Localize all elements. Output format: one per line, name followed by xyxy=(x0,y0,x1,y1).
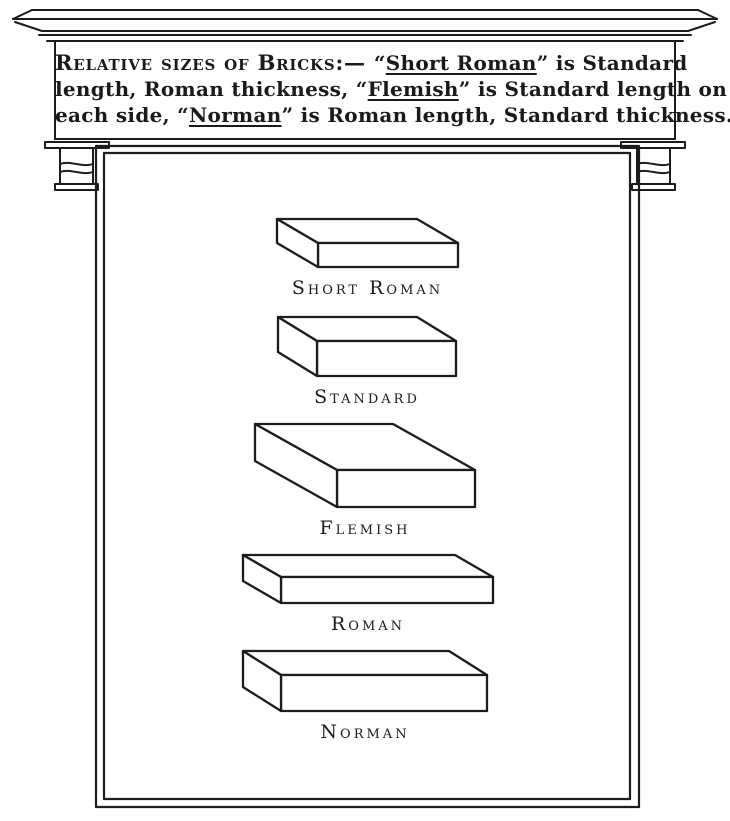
brick-short-roman xyxy=(275,217,460,269)
cornice-left-flare xyxy=(12,9,33,20)
caption-text: ” is Standard length on xyxy=(458,77,728,101)
brick-flemish xyxy=(253,422,477,509)
cornice-right-flare xyxy=(697,9,718,20)
cornice-right-slope xyxy=(687,21,716,32)
caption-text: ” is Standard xyxy=(536,51,688,75)
brick-label-roman: Roman xyxy=(330,613,406,635)
left-bracket-wave-1 xyxy=(59,161,94,167)
caption-line-3: each side, “Norman” is Roman length, Sta… xyxy=(55,102,730,128)
caption-panel: Relative sizes of Bricks:— “Short Roman”… xyxy=(55,50,730,128)
caption-text: each side, “ xyxy=(55,103,189,127)
brick-label-short-roman: Short Roman xyxy=(291,277,444,299)
brick-norman xyxy=(241,649,489,713)
caption-text: length, Roman thickness, “ xyxy=(55,77,368,101)
brick-term: Short Roman xyxy=(385,51,537,75)
brick-roman-left-face xyxy=(241,553,283,605)
brick-label-norman: Norman xyxy=(320,721,410,743)
brick-norman-left-face xyxy=(241,649,283,713)
right-bracket-foot xyxy=(631,183,676,191)
brick-roman xyxy=(241,553,495,605)
bricks-layer xyxy=(241,217,495,713)
frame-outer-border xyxy=(94,144,641,809)
brick-term: Norman xyxy=(188,103,282,127)
caption-line-1: Relative sizes of Bricks:— “Short Roman”… xyxy=(55,50,687,76)
brick-standard-left-face xyxy=(276,315,319,378)
brick-term: Flemish xyxy=(367,77,459,101)
caption-text: Relative sizes of Bricks:— xyxy=(55,50,374,75)
frame-inner-border xyxy=(102,151,632,801)
left-bracket-wave-2 xyxy=(59,169,94,175)
brick-standard xyxy=(276,315,458,378)
caption-text: “ xyxy=(373,51,386,75)
caption-text: ” is Roman length, Standard thickness. xyxy=(281,103,730,127)
cornice-left-slope xyxy=(14,21,43,32)
brick-label-standard: Standard xyxy=(314,386,420,408)
main-frame xyxy=(94,144,641,809)
cornice xyxy=(12,9,718,42)
brick-label-flemish: Flemish xyxy=(319,517,411,539)
brick-flemish-left-face xyxy=(253,422,339,509)
left-bracket-foot xyxy=(54,183,99,191)
caption-line-2: length, Roman thickness, “Flemish” is St… xyxy=(55,76,727,102)
frieze-panel xyxy=(54,40,676,140)
brick-short-roman-left-face xyxy=(275,217,320,269)
